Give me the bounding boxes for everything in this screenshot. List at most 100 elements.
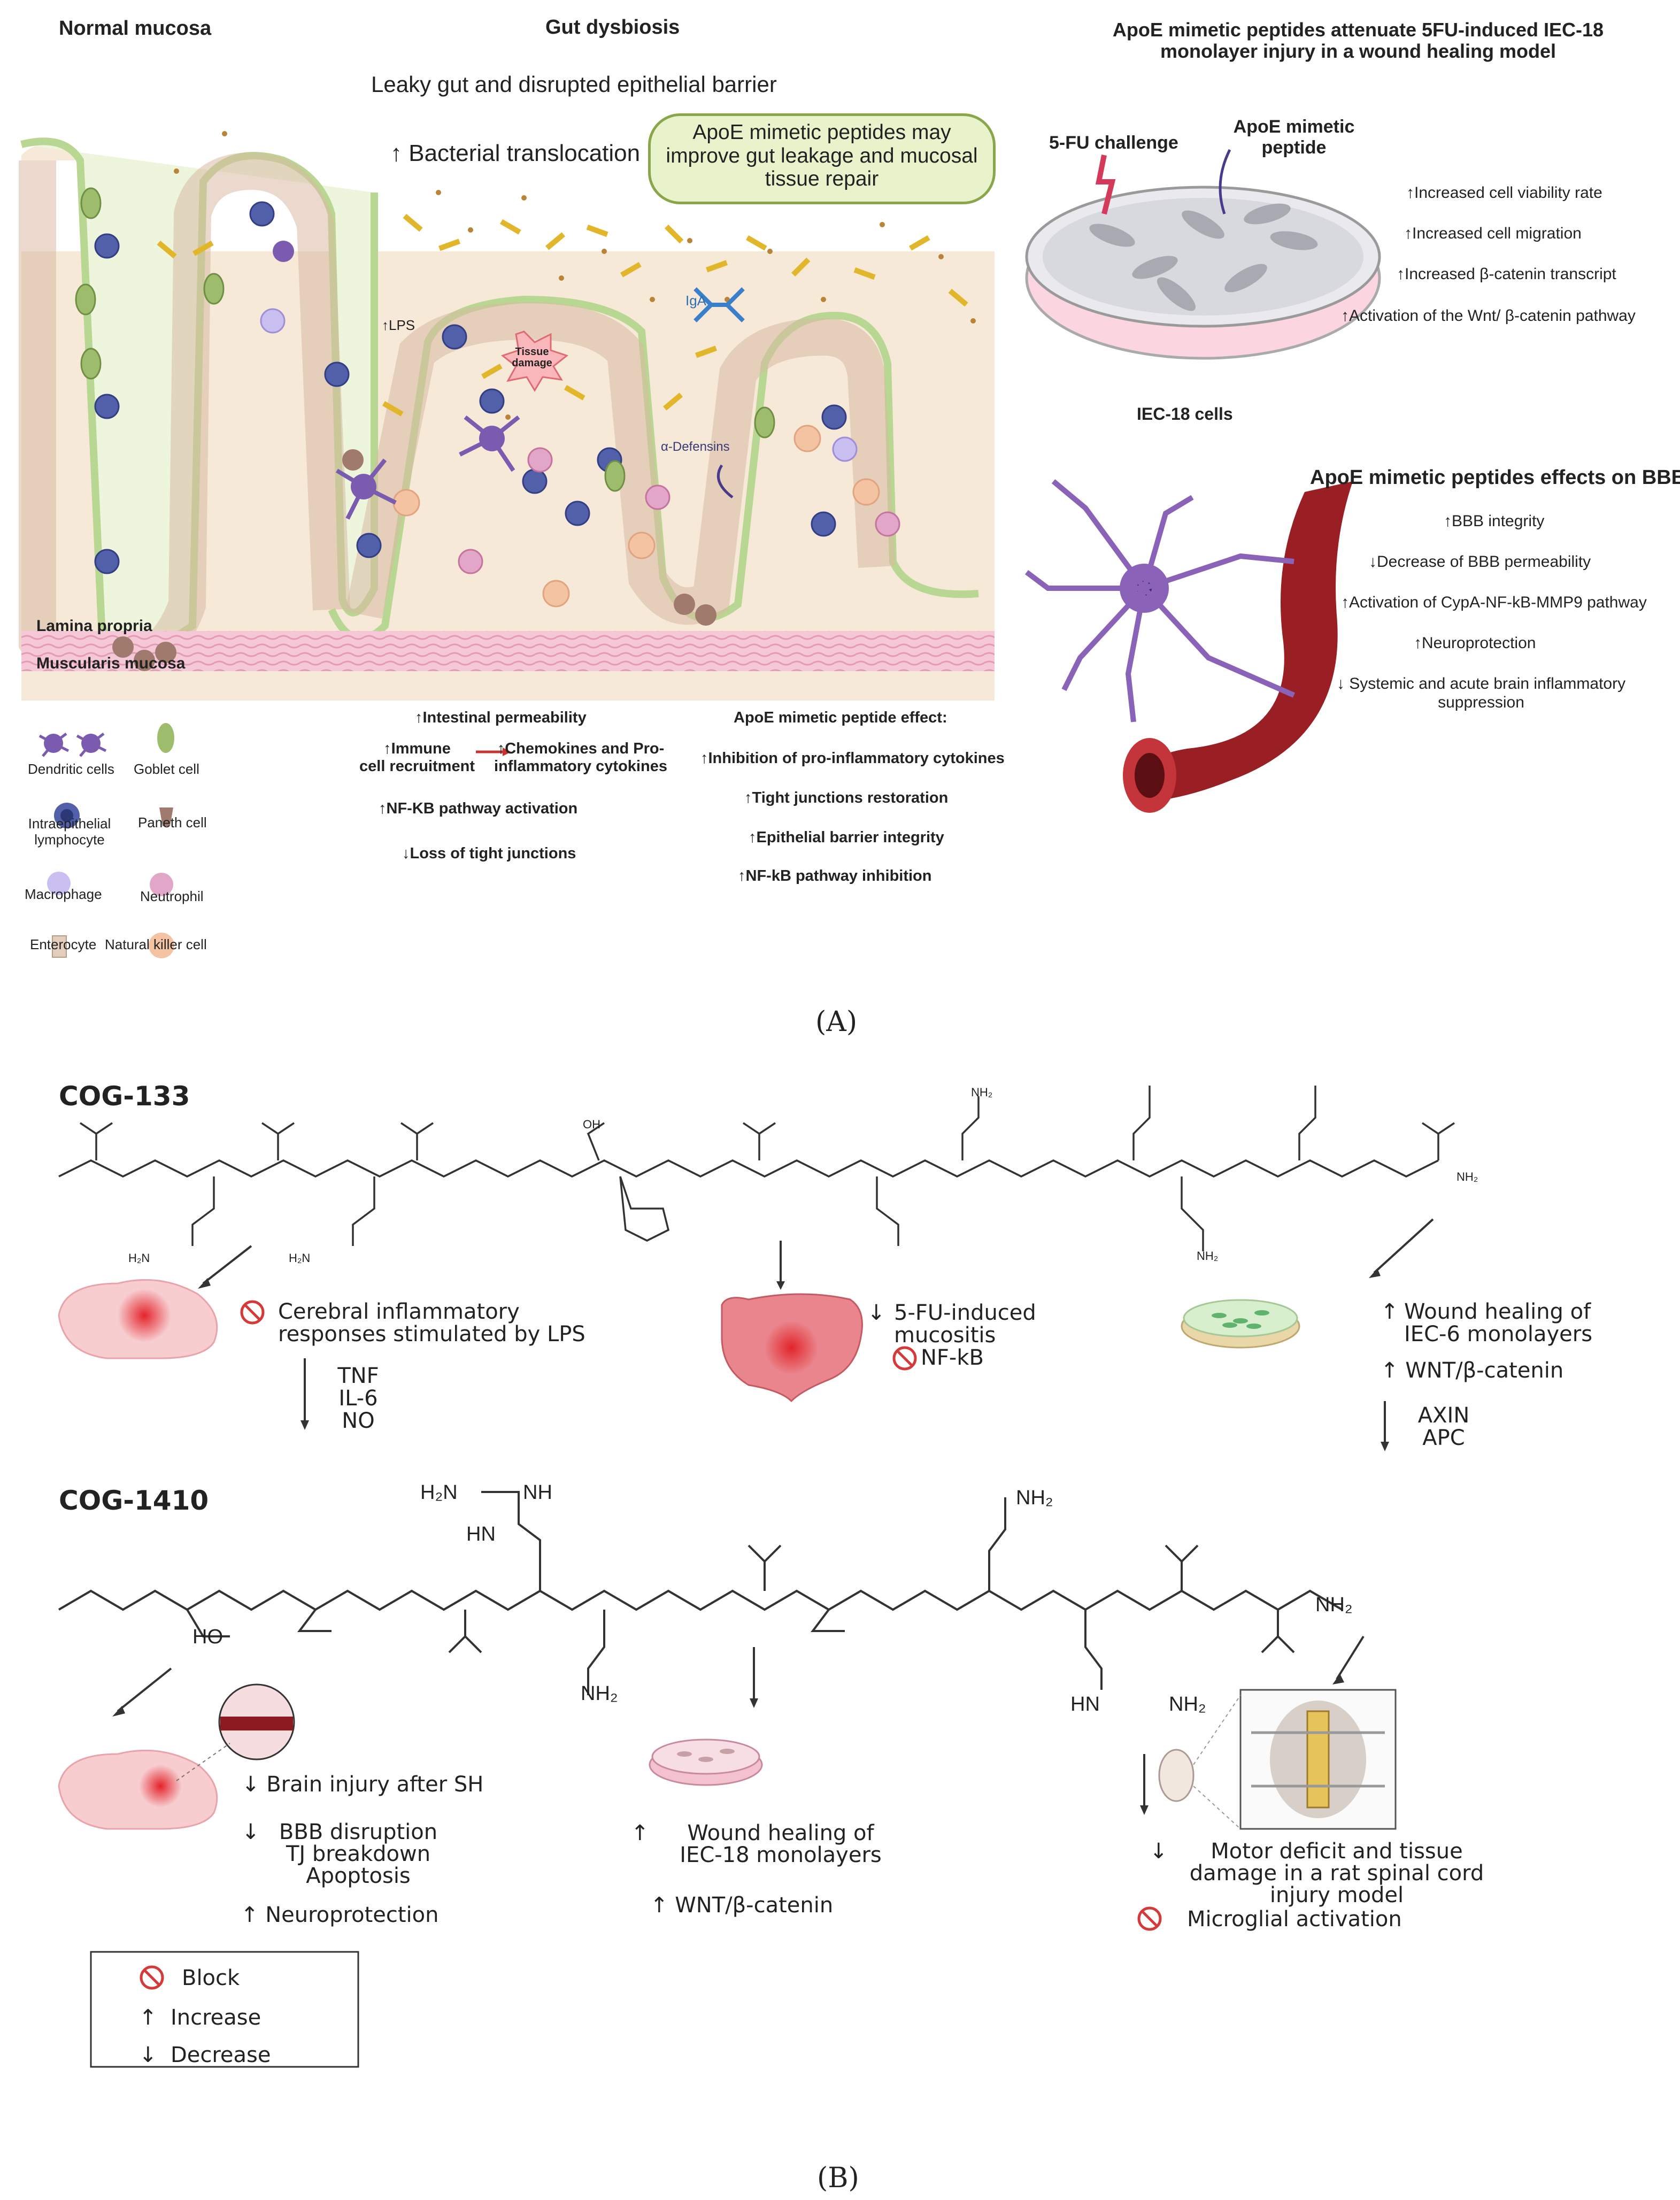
tissue-damage-burst: [500, 330, 569, 392]
legend-macrophage: Macrophage: [25, 886, 102, 902]
arrowheads: [112, 1268, 1389, 1815]
effect-tight: ↓Loss of tight junctions: [402, 845, 576, 862]
c1410-neuro: ↑ Neuroprotection: [241, 1903, 439, 1927]
iec18-cells-label: IEC-18 cells: [1137, 404, 1233, 424]
dish-green-icon: [1181, 1299, 1300, 1349]
down-arrow-icon: ↓: [867, 1301, 885, 1325]
intestine-icon: [721, 1293, 863, 1403]
chem-h2n-1410: H₂N: [420, 1481, 458, 1504]
wound-item-4: ↑Activation of the Wnt/ β-catenin pathwa…: [1341, 307, 1636, 325]
bbb-item-2: ↓Decrease of BBB permeability: [1369, 553, 1591, 571]
panel-b-label: (B): [817, 2162, 859, 2194]
wound-item-3: ↑Increased β-catenin transcript: [1397, 265, 1616, 283]
apoe-effect-title: ApoE mimetic peptide effect:: [734, 709, 947, 726]
c1410-bbb: ↓ BBB disruption TJ breakdown Apoptosis: [242, 1820, 438, 1888]
bbb-item-1: ↑BBB integrity: [1444, 512, 1545, 530]
effect-permeability: ↑Intestinal permeability: [415, 709, 587, 726]
c1410-label: COG-1410: [59, 1485, 209, 1516]
chem-h2n-133a: H₂N: [128, 1251, 150, 1265]
down-arrow-icon: ↓: [242, 1820, 260, 1844]
chem-nh2-1410c: NH₂: [581, 1682, 618, 1705]
chem-h2n-133b: H₂N: [289, 1251, 311, 1265]
cog1410-backbone: [58, 1491, 1343, 1695]
macrophages: [260, 308, 858, 462]
paneth-cells: [112, 449, 716, 671]
c1410-wnt: ↑ WNT/β-catenin: [650, 1893, 834, 1918]
c133-brain-dec: TNF IL-6 NO: [337, 1364, 379, 1433]
c133-gut-text: ↓ 5-FU-induced mucositis: [867, 1301, 1036, 1348]
dish-pink-icon: [649, 1739, 763, 1786]
up-arrow-icon: ↑: [1381, 1299, 1399, 1324]
bbb-item-4: ↑Neuroprotection: [1414, 634, 1536, 652]
chem-oh-133: OH: [583, 1118, 600, 1131]
wound-item-1: ↑Increased cell viability rate: [1406, 184, 1602, 202]
bbb-illustration: [1025, 479, 1353, 813]
muscularis-band: [21, 631, 995, 671]
c133-axin: AXIN APC: [1417, 1403, 1470, 1450]
chem-nh2-133a: NH₂: [1456, 1170, 1478, 1183]
dendritic-cells: [273, 241, 520, 520]
legend-enterocyte: Enterocyte: [30, 936, 97, 952]
effect-nfkb: ↑NF-KB pathway activation: [379, 800, 578, 817]
c1410-micro: Microglial activation: [1187, 1907, 1402, 1932]
c133-gut-block: NF-kB: [921, 1345, 984, 1370]
tissue-damage-label: Tissue damage: [512, 346, 552, 369]
normal-mucosa-label: Normal mucosa: [59, 17, 212, 40]
chem-hn-1410: HN: [466, 1523, 496, 1545]
lymphocytes: [94, 201, 847, 574]
bacteria: [157, 213, 968, 417]
muscularis-label: Muscularis mucosa: [36, 655, 186, 672]
chem-nh2-133c: NH₂: [1197, 1249, 1219, 1263]
legend-dendritic: Dendritic cells: [28, 761, 114, 777]
wound-title: ApoE mimetic peptides attenuate 5FU-indu…: [1112, 19, 1604, 63]
legend-decrease: ↓ Decrease: [139, 2043, 271, 2067]
chem-nh2-1410a: NH₂: [1016, 1487, 1053, 1509]
callout-box: [648, 113, 996, 204]
panel-a-label: (A): [815, 1006, 858, 1038]
up-arrow-icon: ↑: [390, 140, 402, 166]
defensin-arrow: [716, 464, 734, 498]
legend-intraepithelial: Intraepithelial lymphocyte: [28, 816, 111, 848]
apoe-effect-1: ↑Inhibition of pro-inflammatory cytokine…: [700, 750, 1005, 767]
legend-block: Block: [182, 1966, 240, 1990]
petri-dish-wound: [1025, 149, 1381, 360]
c133-brain-text: Cerebral inflammatory responses stimulat…: [278, 1299, 585, 1347]
lamina-propria-label: Lamina propria: [36, 617, 152, 635]
c133-wnt: ↑ WNT/β-catenin: [1381, 1358, 1564, 1383]
brain-icon-1: [58, 1279, 218, 1359]
callout-text: ApoE mimetic peptides may improve gut le…: [666, 121, 978, 191]
fu-challenge-label: 5-FU challenge: [1049, 133, 1178, 153]
up-arrow-icon: ↑: [631, 1821, 649, 1845]
apoe-effect-3: ↑Epithelial barrier integrity: [749, 829, 944, 846]
small-bacteria: [174, 131, 976, 420]
effect-chemokines: ↑Chemokines and Pro- inflammatory cytoki…: [494, 740, 667, 775]
bacterial-translocation-label: ↑ Bacterial translocation: [390, 140, 641, 166]
chem-nh2-1410b: NH₂: [1315, 1594, 1353, 1616]
goblet-cells: [75, 187, 775, 492]
bbb-item-3: ↑Activation of CypA-NF-kB-MMP9 pathway: [1341, 594, 1647, 611]
apoe-effect-4: ↑NF-kB pathway inhibition: [738, 867, 932, 884]
c1410-dish-text: ↑ Wound healing of IEC-18 monolayers: [631, 1821, 882, 1867]
c133-label: COG-133: [59, 1081, 190, 1112]
legend-icons: [38, 723, 174, 958]
cog133-backbone: [58, 1086, 1455, 1251]
leaky-gut-label: Leaky gut and disrupted epithelial barri…: [371, 72, 777, 97]
chem-nh2-133b: NH₂: [971, 1086, 993, 1099]
down-arrow-icon: ↓: [1150, 1839, 1168, 1864]
c1410-motor: ↓ Motor deficit and tissue damage in a r…: [1150, 1839, 1484, 1907]
defensins-label: α-Defensins: [661, 440, 730, 454]
gut-dysbiosis-label: Gut dysbiosis: [545, 16, 680, 39]
chem-nh-1410: NH: [523, 1481, 552, 1504]
bbb-title: ApoE mimetic peptides effects on BBB:: [1310, 466, 1680, 489]
legend-goblet: Goblet cell: [134, 761, 199, 777]
apoe-effect-2: ↑Tight junctions restoration: [744, 789, 949, 806]
lps-label: ↑LPS: [382, 317, 415, 333]
chem-hn-1410b: HN: [1070, 1693, 1100, 1716]
chem-nh2-1410d: NH₂: [1169, 1693, 1206, 1716]
bbb-item-5: ↓ Systemic and acute brain inflammatory …: [1336, 675, 1626, 711]
c1410-brain-text: ↓ Brain injury after SH: [242, 1772, 484, 1797]
chem-ho-1410: HO: [192, 1626, 223, 1648]
neutrophils: [458, 447, 900, 574]
wound-item-2: ↑Increased cell migration: [1404, 225, 1582, 242]
legend-neutrophil: Neutrophil: [140, 888, 204, 904]
